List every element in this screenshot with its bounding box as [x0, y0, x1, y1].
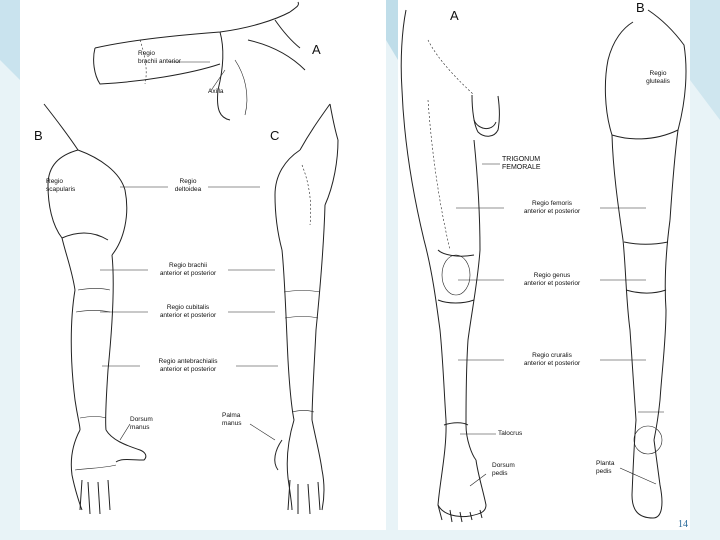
label-regio-cubitalis: Regio cubitalis anterior et posterior	[159, 304, 217, 319]
figure-label-b: B	[636, 0, 645, 15]
label-regio-cruralis: Regio cruralis anterior et posterior	[523, 352, 581, 367]
lower-limb-panel: A B Regio glutealis TRIGONUM FEMORALE Re…	[398, 0, 690, 530]
label-regio-glutealis: Regio glutealis	[646, 70, 670, 85]
lower-limb-drawing	[400, 9, 687, 523]
page-number: 14	[678, 519, 688, 530]
upper-limb-drawing	[43, 1, 339, 515]
label-regio-femoris: Regio femoris anterior et posterior	[523, 200, 581, 215]
lower-limb-leader-lines	[456, 163, 657, 487]
figure-label-c: C	[270, 128, 280, 143]
label-planta-pedis: Planta pedis	[596, 460, 615, 475]
label-dorsum-pedis: Dorsum pedis	[492, 462, 515, 477]
label-regio-brachii: Regio brachii anterior et posterior	[159, 262, 217, 277]
figure-label-b: B	[34, 128, 43, 143]
upper-limb-panel: A B C Regio brachii anterior Axilla Regi…	[20, 0, 386, 530]
label-axilla: Axilla	[208, 88, 224, 95]
upper-limb-leader-lines	[100, 61, 278, 441]
label-palma-manus: Palma manus	[222, 412, 242, 427]
label-regio-brachii-anterior: Regio brachii anterior	[138, 50, 181, 65]
label-regio-antebrachialis: Regio antebrachialis anterior et posteri…	[158, 358, 218, 373]
label-talocrus: Talocrus	[498, 430, 523, 437]
figure-label-a: A	[312, 42, 321, 57]
figure-label-a: A	[450, 8, 459, 23]
label-trigonum-femorale: TRIGONUM FEMORALE	[502, 156, 541, 171]
label-regio-genus: Regio genus anterior et posterior	[523, 272, 581, 287]
label-dorsum-manus: Dorsum manus	[130, 416, 153, 431]
label-regio-deltoidea: Regio deltoidea	[174, 178, 202, 193]
label-regio-scapularis: Regio scapularis	[46, 178, 76, 193]
